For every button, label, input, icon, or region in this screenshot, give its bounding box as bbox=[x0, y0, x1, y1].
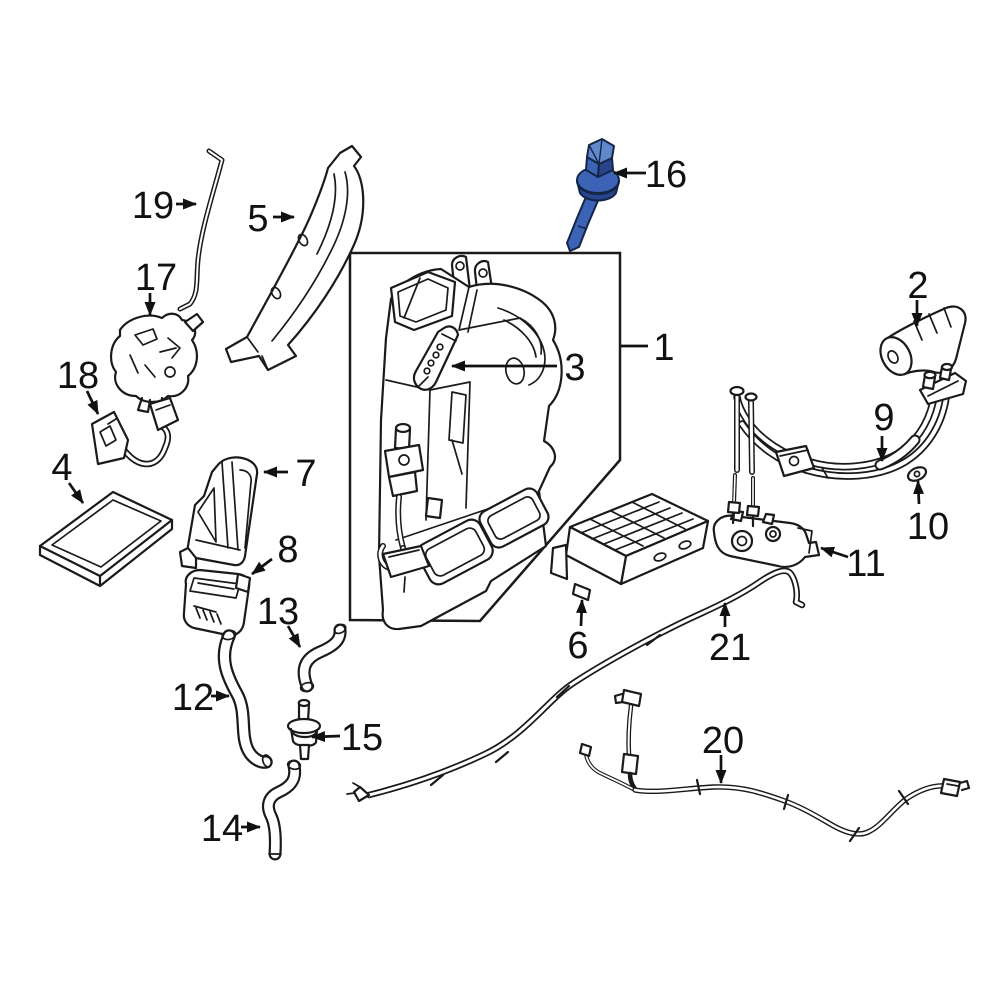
svg-text:15: 15 bbox=[341, 717, 383, 759]
svg-text:16: 16 bbox=[645, 154, 687, 196]
callout-17: 17 bbox=[135, 257, 177, 316]
callout-1: 1 bbox=[621, 327, 675, 369]
callout-13: 13 bbox=[257, 591, 302, 648]
svg-text:4: 4 bbox=[51, 447, 72, 489]
callout-10: 10 bbox=[907, 480, 949, 548]
callout-9: 9 bbox=[873, 397, 895, 462]
svg-text:7: 7 bbox=[295, 453, 316, 495]
callout-11: 11 bbox=[820, 543, 886, 585]
part-18-connector-drawing bbox=[90, 396, 180, 468]
callout-2: 2 bbox=[907, 265, 929, 327]
callout-8: 8 bbox=[251, 529, 299, 576]
callout-4: 4 bbox=[51, 447, 85, 504]
svg-text:11: 11 bbox=[846, 543, 885, 585]
part-13-hose-drawing bbox=[297, 623, 347, 693]
svg-text:1: 1 bbox=[653, 327, 674, 369]
svg-text:9: 9 bbox=[873, 397, 894, 439]
callout-19: 19 bbox=[132, 185, 197, 227]
part-16-collar-shade bbox=[576, 180, 620, 202]
part-8-duct-drawing bbox=[182, 568, 252, 637]
svg-text:8: 8 bbox=[277, 529, 298, 571]
part-9-10-ac-lines-drawing bbox=[726, 362, 968, 528]
callouts: 1 2 3 4 5 6 7 8 bbox=[51, 154, 949, 850]
part-4-filter-drawing bbox=[38, 490, 174, 588]
part-6-grille-drawing bbox=[549, 492, 710, 602]
svg-text:2: 2 bbox=[907, 265, 928, 307]
callout-18: 18 bbox=[57, 355, 100, 415]
inset-box bbox=[348, 251, 622, 623]
callout-21: 21 bbox=[709, 602, 751, 669]
svg-text:12: 12 bbox=[172, 677, 214, 719]
part-14-hose-drawing bbox=[261, 759, 302, 861]
callout-12: 12 bbox=[172, 677, 230, 719]
svg-text:10: 10 bbox=[907, 506, 949, 548]
svg-text:13: 13 bbox=[257, 591, 299, 633]
svg-text:17: 17 bbox=[135, 257, 177, 299]
callout-14: 14 bbox=[201, 808, 261, 850]
svg-text:14: 14 bbox=[201, 808, 243, 850]
part-11-bracket-drawing bbox=[712, 509, 821, 569]
callout-6: 6 bbox=[567, 599, 589, 667]
part-20-harness-drawing bbox=[578, 688, 971, 843]
part-17-actuator-drawing bbox=[110, 312, 205, 414]
part-1-hvac-housing-drawing bbox=[377, 254, 563, 631]
callout-5: 5 bbox=[247, 198, 295, 240]
callout-16: 16 bbox=[613, 154, 687, 196]
part-21-tube-drawing bbox=[346, 567, 806, 803]
svg-text:19: 19 bbox=[132, 185, 174, 227]
part-5-pillar-duct-drawing bbox=[224, 144, 365, 372]
svg-text:5: 5 bbox=[247, 198, 268, 240]
callout-15: 15 bbox=[311, 717, 383, 759]
part-12-hose-drawing bbox=[217, 629, 273, 769]
part-15-fitting-drawing bbox=[286, 698, 322, 761]
svg-text:21: 21 bbox=[709, 627, 751, 669]
callout-20: 20 bbox=[702, 720, 744, 784]
callout-3: 3 bbox=[451, 347, 586, 389]
part-19-control-rod-drawing bbox=[177, 148, 225, 312]
svg-text:6: 6 bbox=[567, 625, 588, 667]
part-7-duct-drawing bbox=[178, 456, 259, 570]
svg-text:18: 18 bbox=[57, 355, 99, 397]
callout-7: 7 bbox=[263, 453, 317, 495]
part-16-highlighted-sensor-drawing bbox=[566, 138, 620, 252]
part-3-sensor-drawing bbox=[412, 325, 460, 391]
svg-text:20: 20 bbox=[702, 720, 744, 762]
svg-text:3: 3 bbox=[564, 347, 585, 389]
